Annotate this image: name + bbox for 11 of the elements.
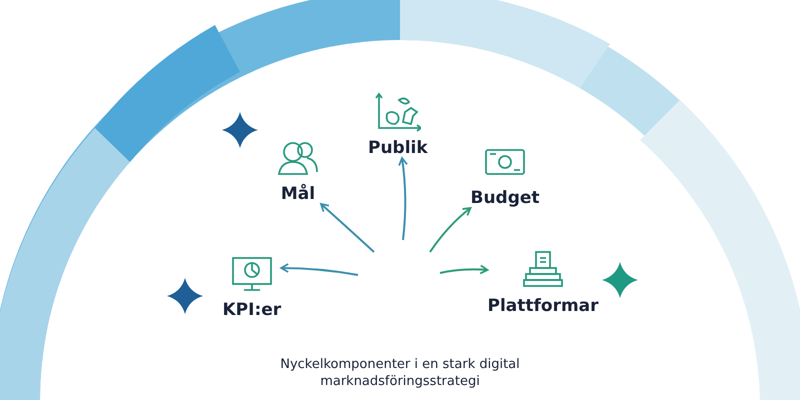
component-label: Budget — [470, 188, 540, 208]
component-label: Plattformar — [488, 296, 599, 316]
component-label: Publik — [368, 138, 428, 158]
component-label: KPI:er — [222, 300, 282, 320]
arrow — [280, 263, 358, 276]
component-label: Mål — [280, 184, 316, 204]
arrow — [320, 203, 375, 253]
caption: Nyckelkomponenter i en stark digital marknadsföringsstrategi — [279, 356, 521, 390]
arrow — [398, 157, 408, 240]
arrow — [440, 264, 488, 274]
arrow — [429, 207, 472, 253]
